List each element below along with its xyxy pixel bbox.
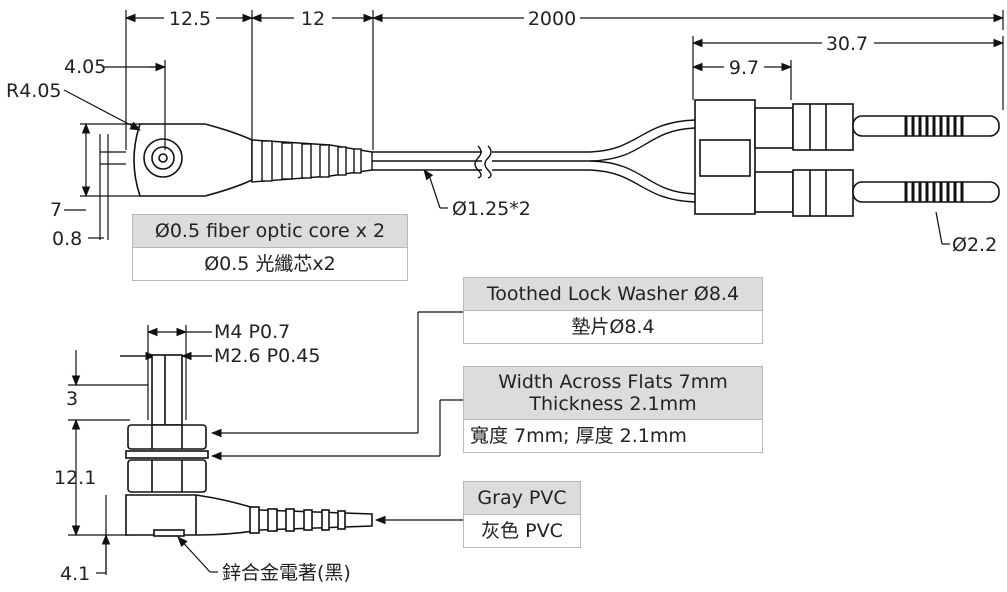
- dim-30-7: 30.7: [826, 33, 868, 55]
- pvc-label-zh: 灰色 PVC: [481, 520, 563, 542]
- washer-label-zh: 墊片Ø8.4: [571, 316, 655, 338]
- connector-body: [694, 99, 1000, 217]
- side-view-dimensions: [68, 325, 212, 575]
- zinc-alloy-note: 鋅合金電著(黑): [222, 562, 351, 584]
- top-view-leaders: [63, 60, 950, 245]
- probe-threads: [904, 116, 964, 202]
- fiber-core-label-en: Ø0.5 fiber optic core x 2: [133, 215, 407, 248]
- dim-12: 12: [301, 8, 325, 30]
- dim-dia-2-2: Ø2.2: [952, 234, 997, 256]
- washer-label-en: Toothed Lock Washer Ø8.4: [464, 278, 762, 311]
- dim-3: 3: [66, 388, 78, 410]
- dim-0-8: 0.8: [52, 228, 82, 250]
- dim-12-1: 12.1: [54, 467, 96, 489]
- nut-label-en-line2: Thickness 2.1mm: [529, 393, 697, 415]
- cable-boot-top: [251, 139, 373, 183]
- dim-7: 7: [50, 199, 62, 221]
- dim-dia-1-25: Ø1.25*2: [452, 198, 531, 220]
- dim-9-7: 9.7: [729, 57, 759, 79]
- nut-label-en: Width Across Flats 7mm Thickness 2.1mm: [464, 367, 762, 420]
- dim-r4-05: R4.05: [6, 80, 62, 102]
- washer-label: Toothed Lock Washer Ø8.4 墊片Ø8.4: [463, 277, 763, 344]
- fiber-core-label: Ø0.5 fiber optic core x 2 Ø0.5 光纖芯x2: [132, 214, 408, 281]
- ferrule-head-top: [133, 123, 253, 197]
- side-view-body: [125, 354, 373, 537]
- pvc-label: Gray PVC 灰色 PVC: [463, 481, 581, 548]
- dim-4-1: 4.1: [60, 563, 90, 585]
- nut-label-zh: 寬度 7mm; 厚度 2.1mm: [470, 425, 687, 447]
- dual-cable: [372, 119, 696, 203]
- dim-2000: 2000: [528, 8, 576, 30]
- dim-m4: M4 P0.7: [214, 321, 290, 343]
- dim-4-05: 4.05: [64, 56, 106, 78]
- dim-m2-6: M2.6 P0.45: [214, 345, 320, 367]
- nut-label: Width Across Flats 7mm Thickness 2.1mm 寬…: [463, 366, 763, 453]
- nut-label-en-line1: Width Across Flats 7mm: [498, 371, 728, 393]
- dim-12-5: 12.5: [169, 8, 211, 30]
- pvc-label-en: Gray PVC: [464, 482, 580, 515]
- fiber-core-label-zh: Ø0.5 光纖芯x2: [204, 253, 336, 275]
